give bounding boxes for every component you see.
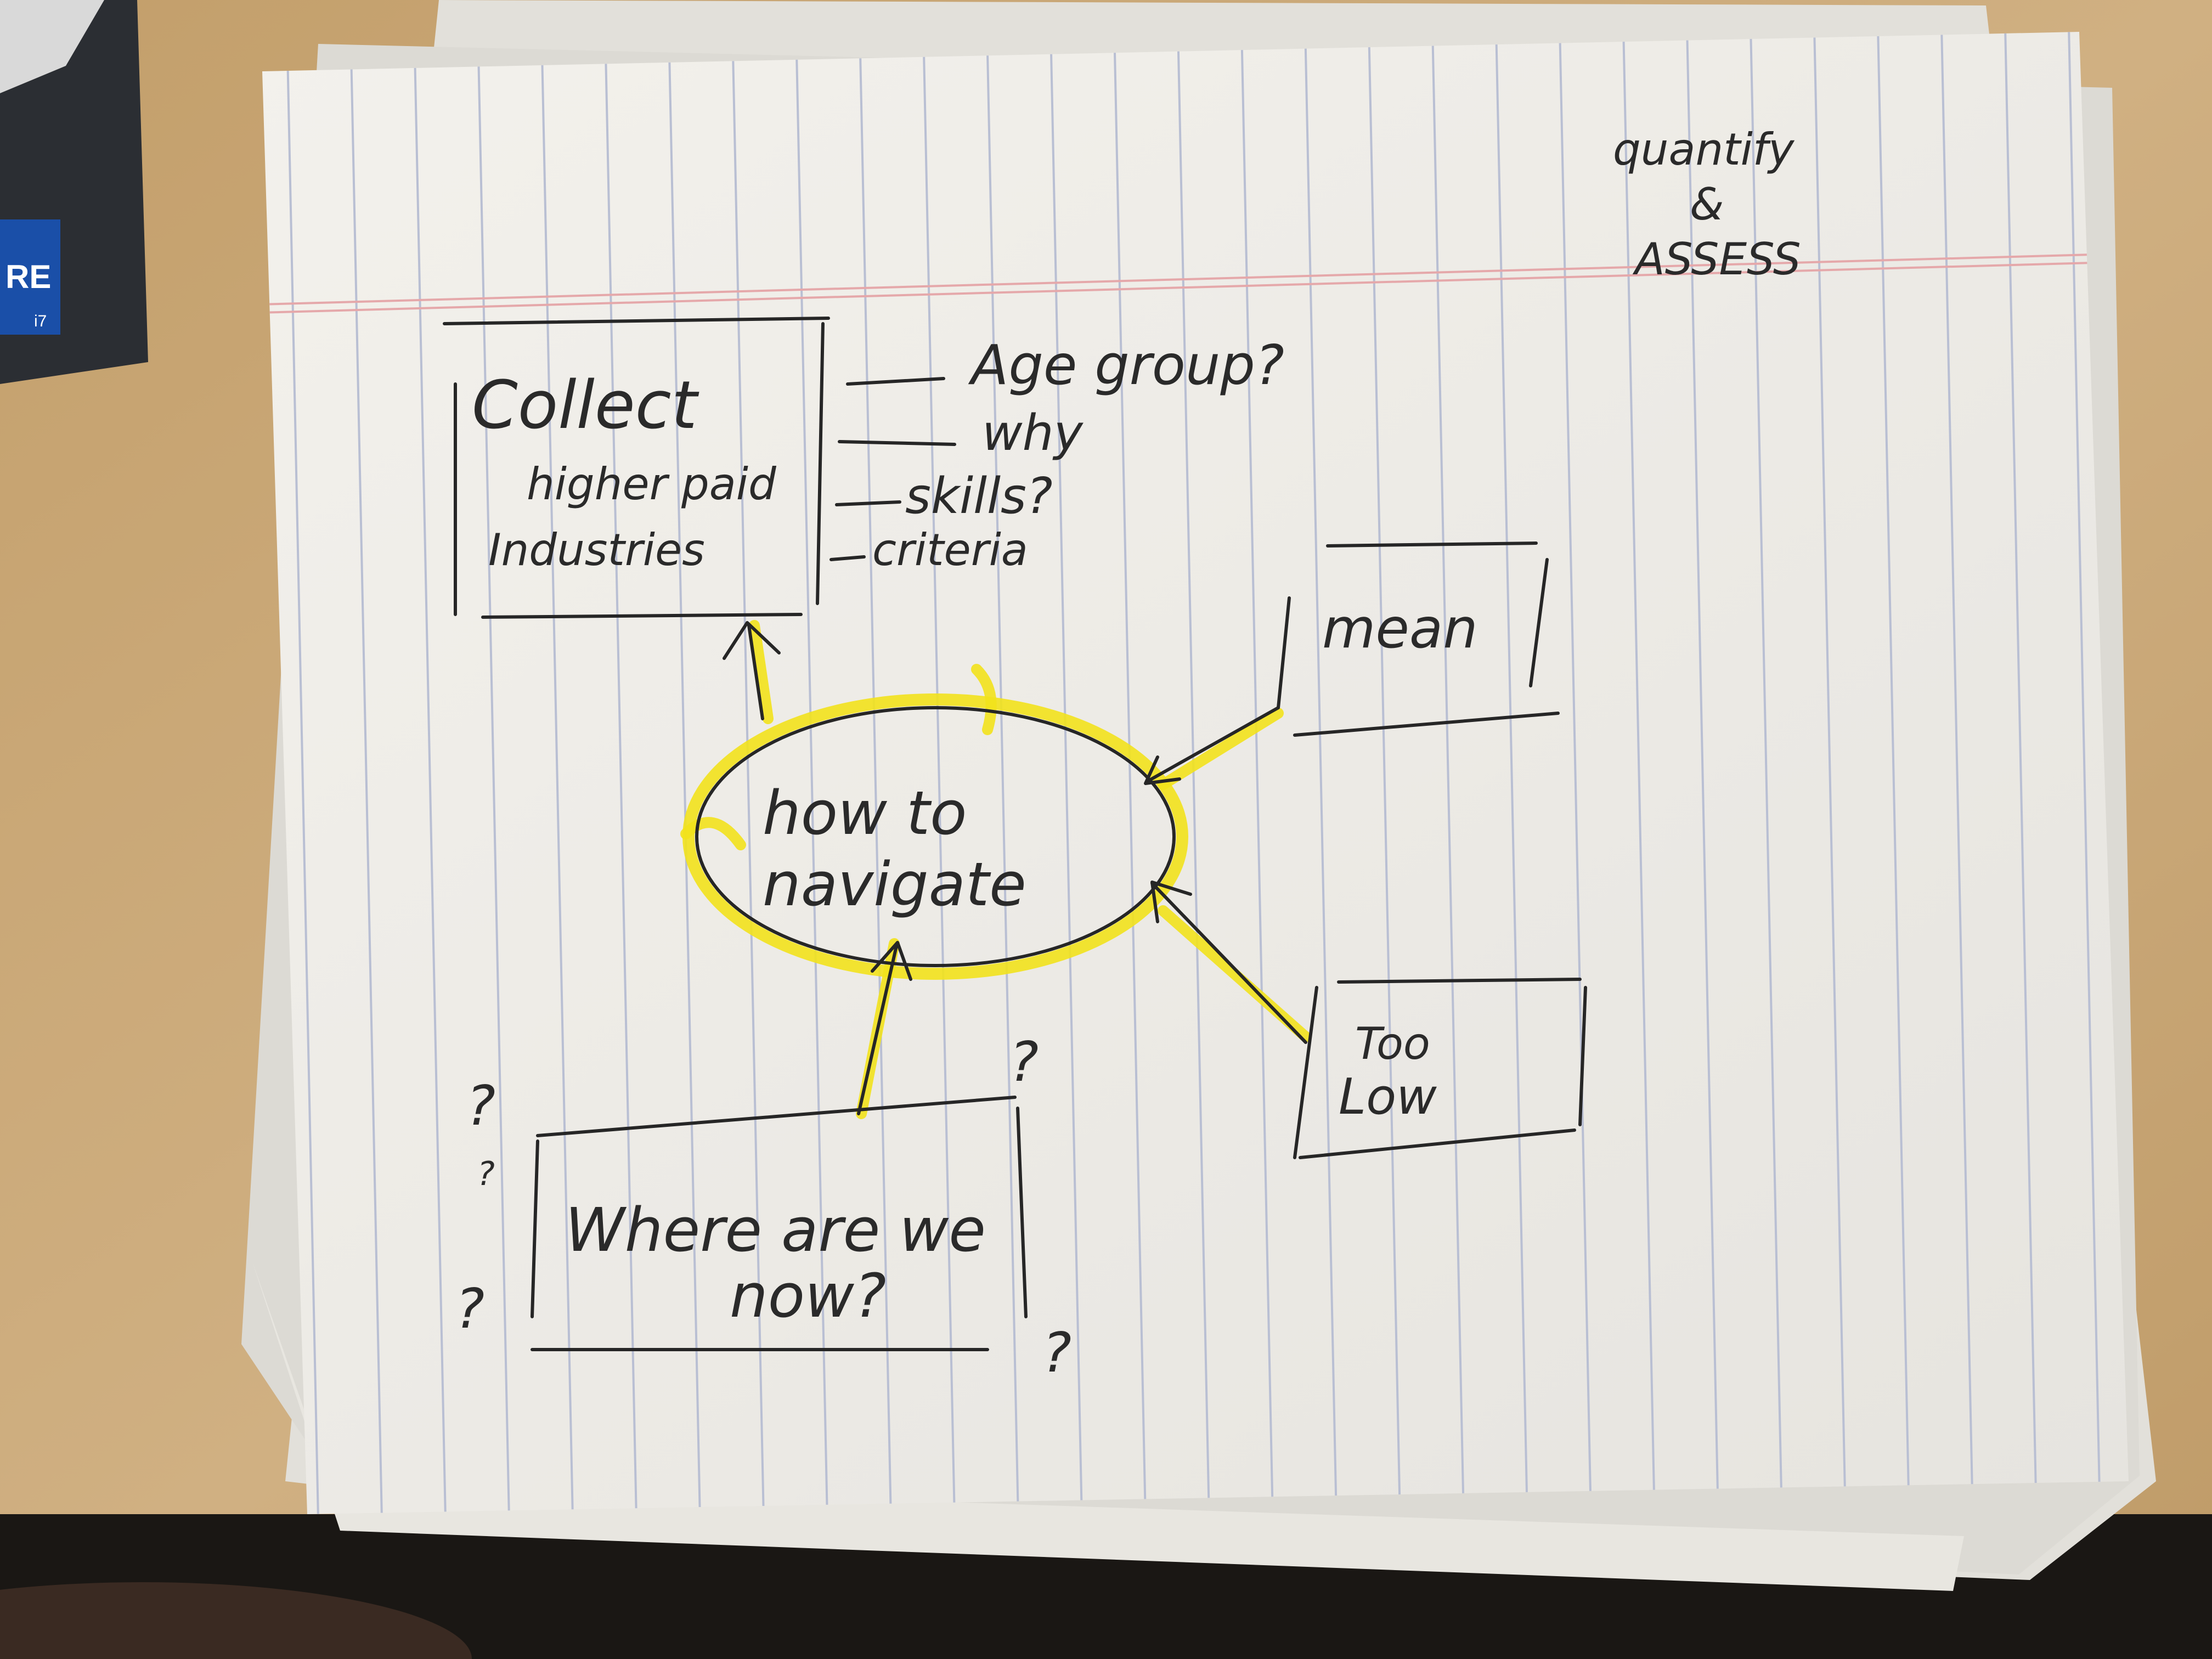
- question-mark-2: ?: [1009, 1030, 1039, 1094]
- cpu-sticker: [0, 219, 60, 335]
- paper-rules: [262, 32, 2129, 1514]
- paper-stack-back-3: [252, 1262, 1964, 1591]
- branch-age-group: Age group?: [968, 333, 1284, 397]
- center-line2: navigate: [763, 849, 1026, 919]
- cpu-sticker-text: RE: [5, 258, 51, 295]
- paper-margin-line-2: [262, 261, 2129, 314]
- branch-criteria: criteria: [872, 524, 1028, 575]
- low-line1: Too: [1355, 1018, 1430, 1069]
- where-line1: Where are we: [565, 1195, 986, 1265]
- collect-line3: Industries: [488, 524, 705, 575]
- arrow-to-collect: [723, 621, 781, 720]
- corner-note-line3: ASSESS: [1632, 234, 1801, 285]
- corner-note: quantify & ASSESS: [1613, 124, 1801, 285]
- corner-note-line2: &: [1690, 179, 1724, 230]
- low-line2: Low: [1339, 1068, 1437, 1126]
- laptop-corner: RE i7: [0, 0, 148, 384]
- branch-lines: Age group? why skills? criteria: [830, 333, 1284, 575]
- branch-skills: skills?: [905, 467, 1053, 525]
- corner-note-line1: quantify: [1613, 124, 1795, 175]
- question-mark-4: ?: [1042, 1321, 1071, 1385]
- box-low: Too Low: [1150, 881, 1587, 1159]
- center-line1: how to: [763, 778, 967, 848]
- cpu-sticker-sub: i7: [34, 312, 47, 330]
- collect-line1: Collect: [472, 368, 699, 444]
- question-mark-3: ?: [455, 1277, 484, 1341]
- question-marks: ? ? ? ? ?: [455, 1030, 1071, 1385]
- box-where: Where are we now?: [531, 941, 1028, 1351]
- mean-text: mean: [1322, 596, 1478, 661]
- question-mark-5: ?: [477, 1155, 495, 1193]
- question-mark-1: ?: [466, 1074, 495, 1138]
- box-collect: Collect higher paid Industries: [443, 317, 830, 619]
- dark-object: [0, 1582, 472, 1659]
- where-line2: now?: [730, 1261, 886, 1331]
- paper-margin-line-1: [262, 252, 2129, 306]
- box-mean: mean: [1144, 541, 1560, 785]
- highlight-rays: [680, 620, 1311, 1119]
- center-node: how to navigate: [695, 706, 1176, 967]
- collect-line2: higher paid: [527, 459, 777, 510]
- branch-why: why: [982, 404, 1084, 462]
